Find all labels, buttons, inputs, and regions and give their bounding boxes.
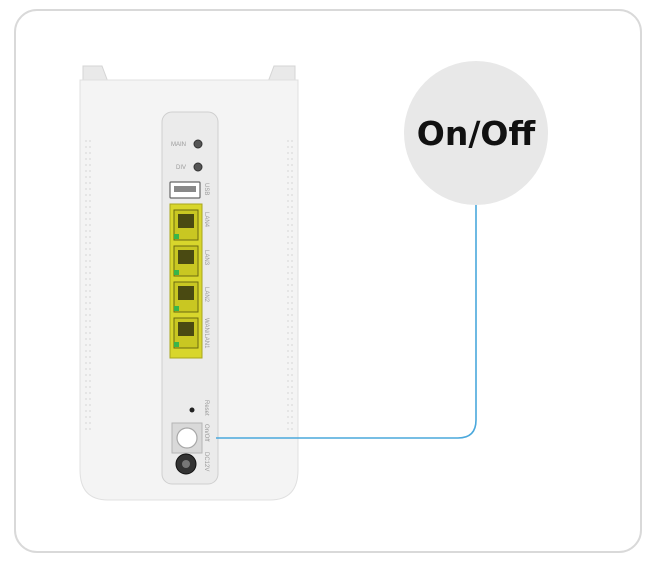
- wan-lan1-port: [173, 317, 199, 349]
- div-antenna-label: DIV: [176, 165, 186, 171]
- right-vents: [287, 140, 293, 430]
- lan4-label: LAN4: [203, 212, 209, 228]
- lan2-port: [173, 281, 199, 313]
- connector-line: [216, 200, 477, 439]
- main-antenna-connector: [193, 139, 203, 149]
- div-antenna-connector: [193, 162, 203, 172]
- onoff-button: [176, 427, 198, 449]
- lan2-label: LAN2: [203, 287, 209, 303]
- onoff-label: On/Off: [203, 424, 209, 442]
- lan3-port: [173, 245, 199, 277]
- power-label: DC12V: [203, 452, 209, 471]
- dc-power-jack-pin: [182, 460, 190, 468]
- reset-label: Reset: [203, 400, 209, 416]
- lan3-label: LAN3: [203, 250, 209, 266]
- usb-port-inner: [174, 186, 196, 192]
- router: MAIN DIV USB LAN4 LAN3 LAN2: [79, 65, 299, 501]
- main-antenna-label: MAIN: [171, 142, 186, 148]
- reset-pinhole: [189, 407, 195, 413]
- callout-circle: [404, 61, 548, 205]
- left-vents: [85, 140, 91, 430]
- usb-label: USB: [203, 183, 209, 195]
- lan4-port: [173, 209, 199, 241]
- wan-lan1-label: WAN/LAN1: [203, 318, 209, 349]
- callout-label: On/Off: [417, 114, 537, 153]
